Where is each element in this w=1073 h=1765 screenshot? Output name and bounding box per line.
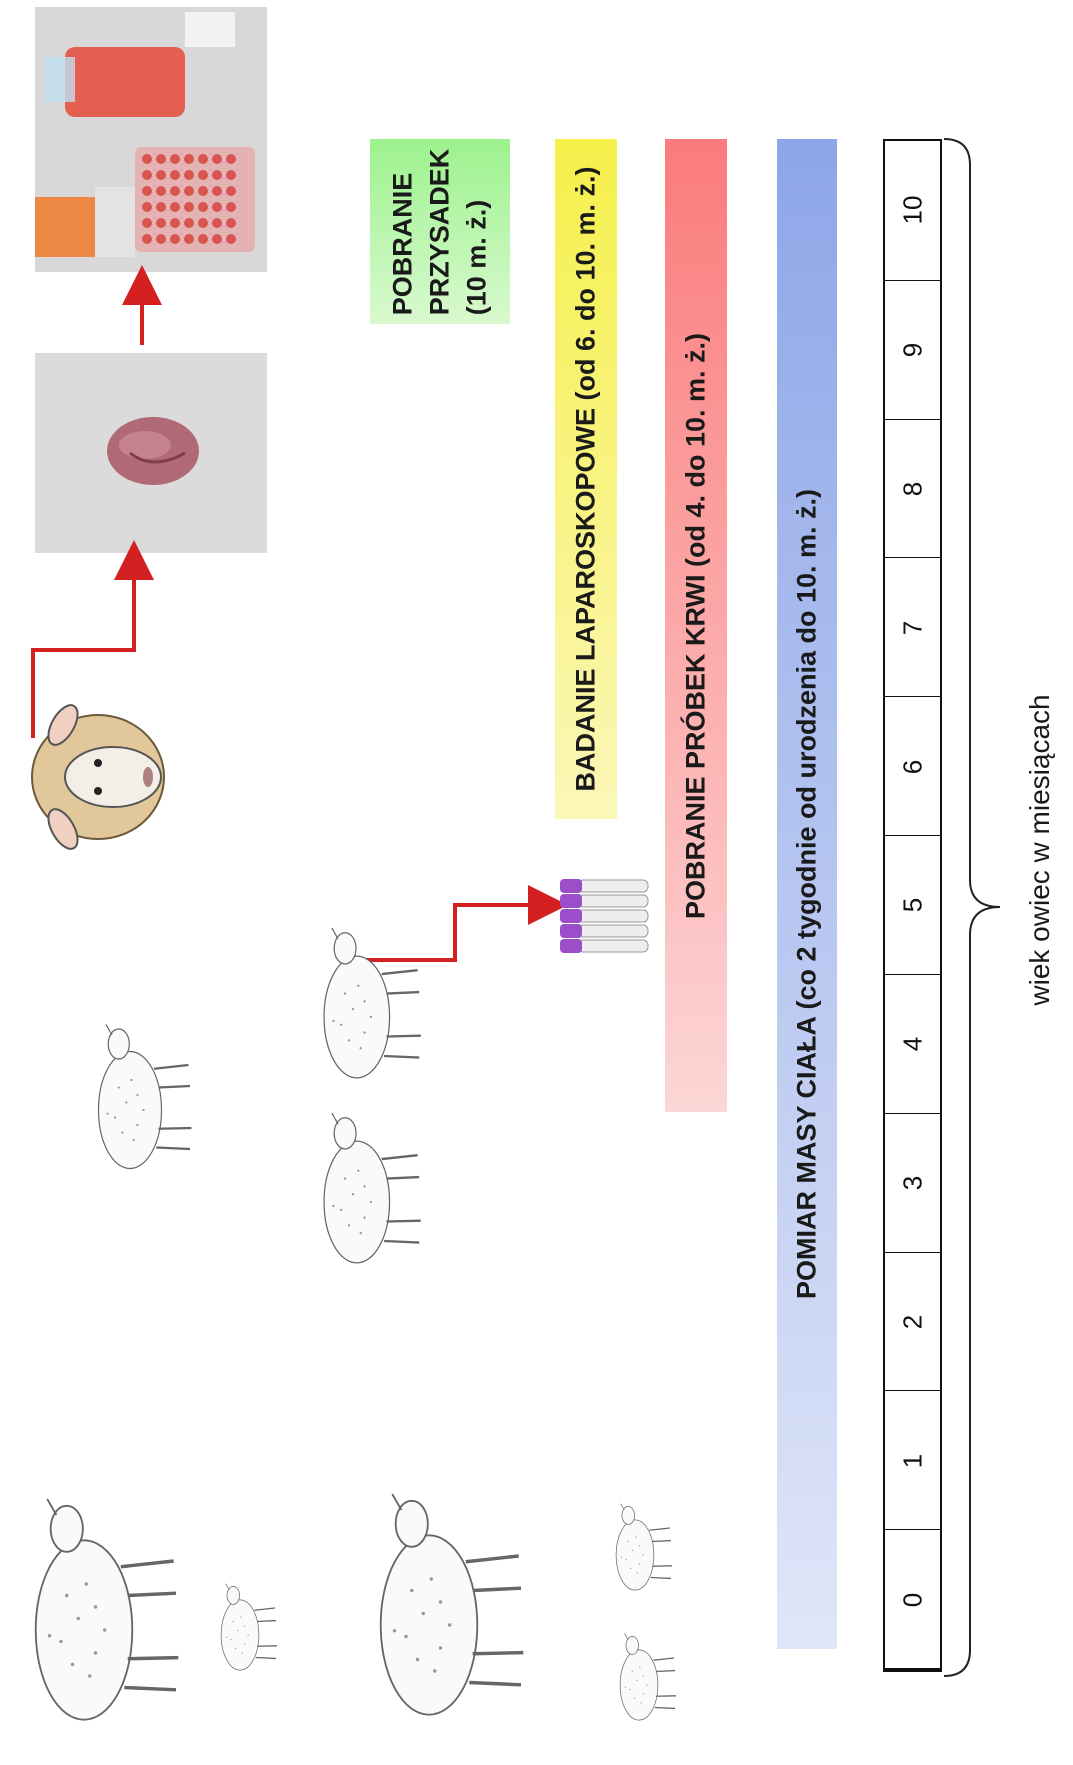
lamb-2	[616, 1504, 672, 1590]
masy-label: POMIAR MASY CIAŁA (co 2 tygodnie od urod…	[792, 489, 823, 1299]
tick-label: 0	[897, 1592, 928, 1606]
adult-sheep-1	[36, 1499, 179, 1720]
timeline-bracket	[940, 135, 1010, 1680]
timeline-segment: 8	[885, 419, 940, 559]
lamb-1	[221, 1584, 277, 1670]
young-sheep-1	[99, 1025, 192, 1169]
timeline-segment: 2	[885, 1252, 940, 1392]
tick-label: 5	[897, 898, 928, 912]
tick-label: 8	[897, 482, 928, 496]
tick-label: 6	[897, 759, 928, 773]
timeline-segment: 9	[885, 280, 940, 420]
przysadek-line-3: (10 m. ż.)	[459, 148, 496, 315]
timeline-segment: 10	[885, 141, 940, 280]
age-timeline: 0 1 2 3 4 5 6 7 8 9 10	[883, 139, 942, 1672]
timeline-segment: 1	[885, 1390, 940, 1530]
timeline-segment: 5	[885, 835, 940, 975]
tick-label: 7	[897, 621, 928, 635]
timeline-segment: 3	[885, 1113, 940, 1253]
tick-label: 10	[897, 196, 928, 225]
timeline-segment: 6	[885, 696, 940, 836]
przysadek-line-1: POBRANIE	[385, 148, 422, 315]
laparoskopowe-label: BADANIE LAPAROSKOPOWE (od 6. do 10. m. ż…	[571, 166, 602, 791]
timeline-segment: 0	[885, 1529, 940, 1669]
timeline-segment: 4	[885, 974, 940, 1114]
young-sheep-2	[324, 1113, 421, 1263]
band-pomiar-masy-ciala: POMIAR MASY CIAŁA (co 2 tygodnie od urod…	[777, 139, 837, 1649]
tick-label: 2	[897, 1315, 928, 1329]
tick-label: 4	[897, 1037, 928, 1051]
adult-sheep-2	[381, 1494, 524, 1715]
lamb-3	[620, 1634, 676, 1720]
krwi-label: POBRANIE PRÓBEK KRWI (od 4. do 10. m. ż.…	[681, 332, 712, 918]
blood-tubes-icon	[560, 875, 655, 960]
young-sheep-3	[324, 928, 421, 1078]
tick-label: 9	[897, 343, 928, 357]
timeline-segment: 7	[885, 557, 940, 697]
axis-label-container: wiek owiec w miesiącach	[1010, 650, 1070, 1050]
band-badanie-laparoskopowe: BADANIE LAPAROSKOPOWE (od 6. do 10. m. ż…	[555, 139, 617, 819]
band-pobranie-probek-krwi: POBRANIE PRÓBEK KRWI (od 4. do 10. m. ż.…	[665, 139, 727, 1112]
tick-label: 1	[897, 1454, 928, 1468]
band-pobranie-przysadek: POBRANIE PRZYSADEK (10 m. ż.)	[370, 139, 510, 324]
tick-label: 3	[897, 1176, 928, 1190]
axis-label: wiek owiec w miesiącach	[1024, 694, 1056, 1005]
przysadek-line-2: PRZYSADEK	[422, 148, 459, 315]
